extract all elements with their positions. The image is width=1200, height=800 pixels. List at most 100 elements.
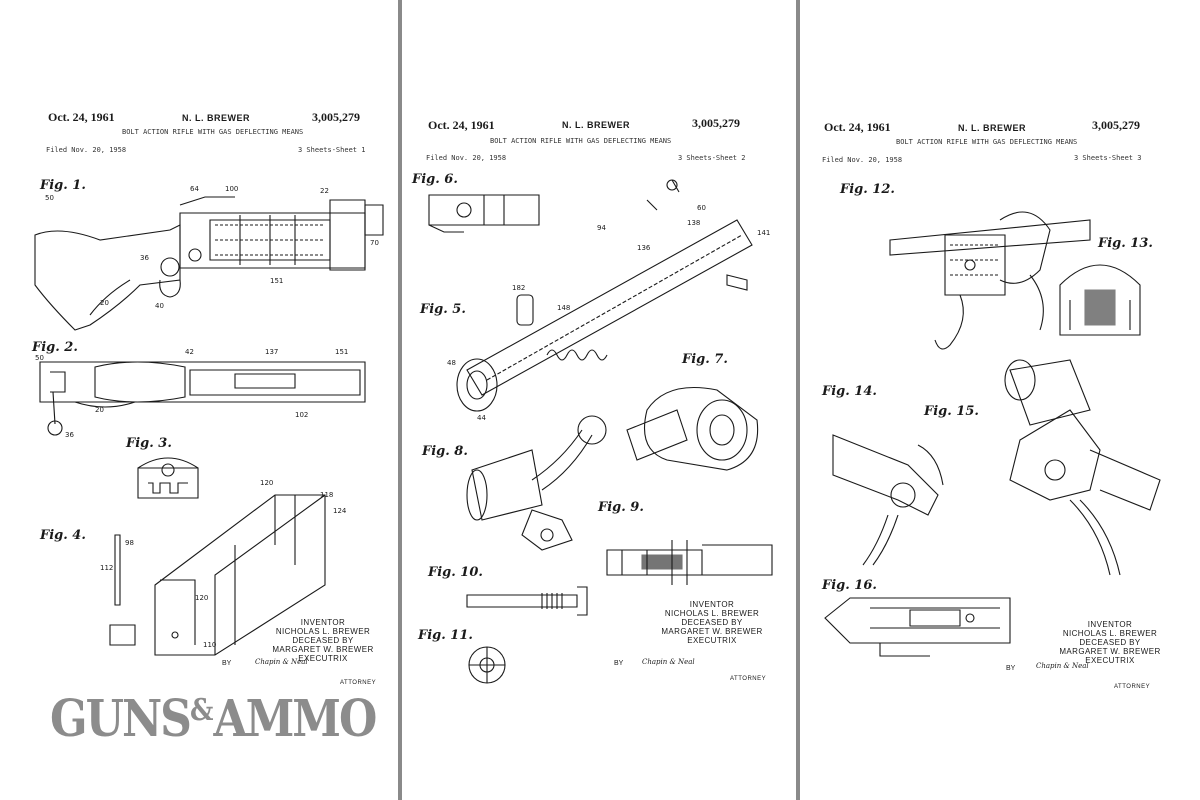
figure-label: Fig. 1. (40, 178, 86, 193)
figure-label: Fig. 6. (412, 172, 458, 187)
signature: Chapin & Neal (1036, 662, 1089, 670)
figure-label: Fig. 15. (924, 404, 979, 419)
guns-and-ammo-logo: GUNS&AMMO (50, 690, 377, 749)
signature: Chapin & Neal (255, 658, 308, 666)
executrix-label: EXECUTRIX (298, 654, 348, 663)
figure-label: Fig. 10. (428, 565, 483, 580)
figure-label: Fig. 5. (420, 302, 466, 317)
signature: Chapin & Neal (642, 658, 695, 666)
svg-text:42: 42 (185, 348, 194, 356)
svg-text:20: 20 (95, 406, 104, 414)
figure-label: Fig. 11. (418, 628, 473, 643)
svg-text:70: 70 (370, 239, 379, 247)
svg-text:148: 148 (557, 304, 570, 312)
sear-section-drawing (1055, 245, 1150, 345)
sheet-count: 3 Sheets-Sheet 1 (298, 146, 366, 154)
filed-date: Filed Nov. 20, 1958 (822, 156, 903, 164)
patent-date: Oct. 24, 1961 (824, 120, 891, 134)
sheet-count: 3 Sheets-Sheet 2 (678, 154, 746, 162)
figure-label: Fig. 8. (422, 444, 468, 459)
deceased-by: DECEASED BY (1079, 638, 1141, 647)
patent-subtitle: BOLT ACTION RIFLE WITH GAS DEFLECTING ME… (490, 137, 672, 145)
bolt-and-trigger-drawing (970, 350, 1170, 590)
inventor-full-name: NICHOLAS L. BREWER (1062, 629, 1158, 638)
logo-ampersand: & (189, 693, 214, 728)
logo-word-ammo: AMMO (213, 690, 377, 749)
figure-label: Fig. 16. (822, 578, 877, 593)
attorney-label: ATTORNEY (1114, 684, 1151, 690)
trigger-assembly-left-drawing (828, 405, 968, 570)
inventor-label: INVENTOR (689, 600, 735, 609)
svg-text:44: 44 (477, 414, 486, 422)
figure-label: Fig. 2. (32, 340, 78, 355)
svg-text:138: 138 (687, 219, 700, 227)
inventor-label: INVENTOR (1087, 620, 1133, 629)
inventor-block: INVENTOR NICHOLAS L. BREWER DECEASED BY … (647, 600, 777, 645)
svg-text:151: 151 (270, 277, 283, 285)
bolt-end-drawing (627, 370, 777, 480)
patent-sheet-1: Oct. 24, 1961 N. L. BREWER 3,005,279 BOL… (0, 0, 398, 800)
deceased-by: DECEASED BY (292, 636, 354, 645)
sheet-divider (398, 0, 402, 800)
inventor-name-header: N. L. BREWER (958, 123, 1026, 133)
inventor-name-header: N. L. BREWER (182, 113, 250, 123)
patent-number: 3,005,279 (1092, 118, 1140, 132)
executrix-label: EXECUTRIX (687, 636, 737, 645)
svg-text:141: 141 (757, 229, 770, 237)
bolt-handle-drawing (462, 410, 622, 555)
executrix-name: MARGARET W. BREWER (272, 645, 374, 654)
patent-subtitle: BOLT ACTION RIFLE WITH GAS DEFLECTING ME… (896, 138, 1078, 146)
svg-text:137: 137 (265, 348, 278, 356)
inventor-label: INVENTOR (300, 618, 346, 627)
svg-text:136: 136 (637, 244, 651, 252)
figure-label: Fig. 4. (40, 528, 86, 543)
svg-text:120: 120 (260, 479, 273, 487)
figure-label: Fig. 12. (840, 182, 895, 197)
patent-sheet-3: Oct. 24, 1961 N. L. BREWER 3,005,279 BOL… (800, 0, 1200, 800)
svg-text:98: 98 (125, 539, 134, 547)
deceased-by: DECEASED BY (681, 618, 743, 627)
sheet-count: 3 Sheets-Sheet 3 (1074, 154, 1142, 162)
patent-sheet-2: Oct. 24, 1961 N. L. BREWER 3,005,279 BOL… (402, 0, 796, 800)
inventor-full-name: NICHOLAS L. BREWER (275, 627, 371, 636)
filed-date: Filed Nov. 20, 1958 (426, 154, 507, 162)
figure-label: Fig. 3. (126, 436, 172, 451)
by-label: BY (614, 660, 624, 667)
inventor-block: INVENTOR NICHOLAS L. BREWER DECEASED BY … (258, 618, 388, 663)
svg-text:48: 48 (447, 359, 456, 367)
patent-subtitle: BOLT ACTION RIFLE WITH GAS DEFLECTING ME… (122, 128, 304, 136)
svg-text:50: 50 (35, 354, 44, 362)
svg-text:118: 118 (320, 491, 333, 499)
svg-text:102: 102 (295, 411, 308, 419)
svg-text:110: 110 (203, 641, 216, 649)
end-view-drawing (462, 640, 512, 690)
attorney-label: ATTORNEY (340, 680, 377, 686)
sheet-divider (796, 0, 800, 800)
bolt-head-drawing (424, 180, 554, 235)
stock-inlet-drawing (820, 588, 1020, 660)
inventor-full-name: NICHOLAS L. BREWER (664, 609, 760, 618)
patent-number: 3,005,279 (692, 116, 740, 130)
svg-text:94: 94 (597, 224, 606, 232)
inventor-block: INVENTOR NICHOLAS L. BREWER DECEASED BY … (1045, 620, 1175, 665)
svg-text:36: 36 (65, 431, 74, 439)
executrix-name: MARGARET W. BREWER (1059, 647, 1161, 656)
figure-label: Fig. 7. (682, 352, 728, 367)
filed-date: Filed Nov. 20, 1958 (46, 146, 127, 154)
by-label: BY (1006, 665, 1016, 672)
figure-label: Fig. 9. (598, 500, 644, 515)
figure-label: Fig. 13. (1098, 236, 1153, 251)
svg-text:40: 40 (155, 302, 164, 310)
svg-text:64: 64 (190, 185, 199, 193)
svg-text:182: 182 (512, 284, 525, 292)
inventor-name-header: N. L. BREWER (562, 120, 630, 130)
by-label: BY (222, 660, 232, 667)
svg-text:50: 50 (45, 194, 54, 202)
executrix-label: EXECUTRIX (1085, 656, 1135, 665)
svg-text:36: 36 (140, 254, 149, 262)
svg-text:124: 124 (333, 507, 347, 515)
